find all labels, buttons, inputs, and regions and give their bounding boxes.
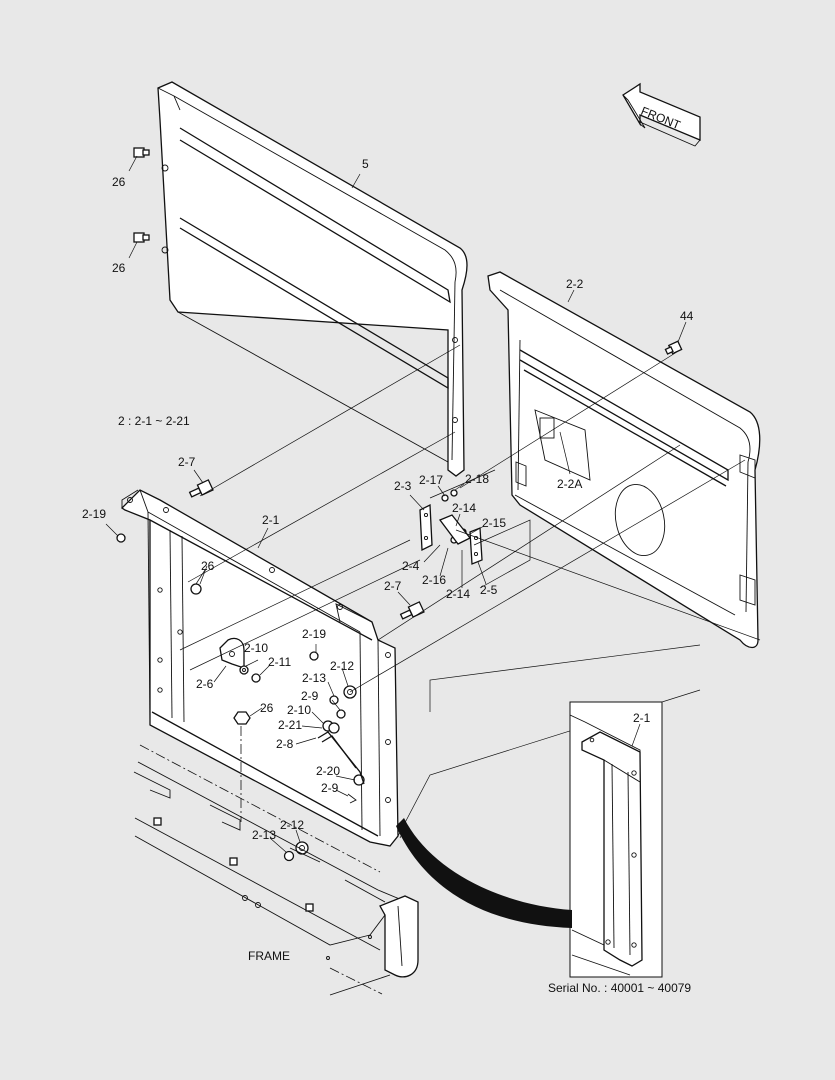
hardware-small-parts (116, 489, 467, 862)
assembly-lines (179, 344, 761, 839)
label-26-center: 26 (260, 701, 274, 715)
label-2-14-bottom: 2-14 (446, 587, 470, 601)
label-2-21: 2-21 (278, 718, 302, 732)
front-arrow: FRONT (622, 82, 701, 147)
label-2-9-top: 2-9 (301, 689, 319, 703)
latch-2-5 (469, 527, 483, 565)
latch-2-3 (419, 503, 433, 552)
label-2-3: 2-3 (394, 479, 412, 493)
label-2-11: 2-11 (268, 655, 291, 669)
label-2-9-bottom: 2-9 (321, 781, 339, 795)
label-2-7-right: 2-7 (384, 579, 402, 593)
label-2-13-top: 2-13 (302, 671, 326, 685)
label-2-10-right: 2-10 (287, 703, 311, 717)
label-2-1-inset: 2-1 (633, 711, 651, 725)
label-2-20: 2-20 (316, 764, 340, 778)
label-26-top: 26 (112, 175, 126, 189)
label-2-2A: 2-2A (557, 477, 582, 491)
callout-arrow (396, 818, 572, 928)
label-26-middle: 26 (112, 261, 126, 275)
label-2-1: 2-1 (262, 513, 280, 527)
label-2-13-bottom: 2-13 (252, 828, 276, 842)
label-frame: FRAME (248, 949, 290, 963)
label-2-10-left: 2-10 (244, 641, 268, 655)
label-2-12-bottom: 2-12 (280, 818, 304, 832)
bolt-26-top (128, 147, 150, 172)
label-serial: Serial No. : 40001 ~ 40079 (548, 981, 691, 995)
label-2-2: 2-2 (566, 277, 584, 291)
label-2-7-left: 2-7 (178, 455, 196, 469)
rod-2-8 (317, 731, 365, 785)
part-labels: 5 26 26 2-2 44 2 : 2-1 ~ 2-21 2-2A 2-7 2… (82, 157, 694, 995)
base-frame (133, 744, 419, 996)
label-2-6: 2-6 (196, 677, 214, 691)
label-5: 5 (362, 157, 369, 171)
label-group-note: 2 : 2-1 ~ 2-21 (118, 414, 190, 428)
label-2-4: 2-4 (402, 559, 420, 573)
inset-detail (569, 701, 663, 978)
label-leaders (105, 173, 575, 853)
label-2-12-top: 2-12 (330, 659, 354, 673)
label-2-14-top: 2-14 (452, 501, 476, 515)
label-2-17: 2-17 (419, 473, 443, 487)
label-2-18: 2-18 (465, 472, 489, 486)
bolt-26-center (233, 707, 263, 822)
label-2-8: 2-8 (276, 737, 294, 751)
bolt-2-7-left (188, 469, 214, 498)
label-44: 44 (680, 309, 694, 323)
label-26-frame: 26 (201, 559, 215, 573)
label-2-19-right: 2-19 (302, 627, 326, 641)
label-2-5: 2-5 (480, 583, 498, 597)
bolt-2-7-right (397, 591, 425, 620)
bolt-44 (664, 321, 687, 355)
label-2-16: 2-16 (422, 573, 446, 587)
bolt-26-frame (190, 569, 206, 595)
label-2-15: 2-15 (482, 516, 506, 530)
bracket-2-6 (219, 637, 245, 669)
side-panel-5 (157, 81, 468, 477)
door-panel-2-2 (487, 271, 761, 649)
bolt-26-middle (128, 232, 150, 259)
label-2-19-left: 2-19 (82, 507, 106, 521)
